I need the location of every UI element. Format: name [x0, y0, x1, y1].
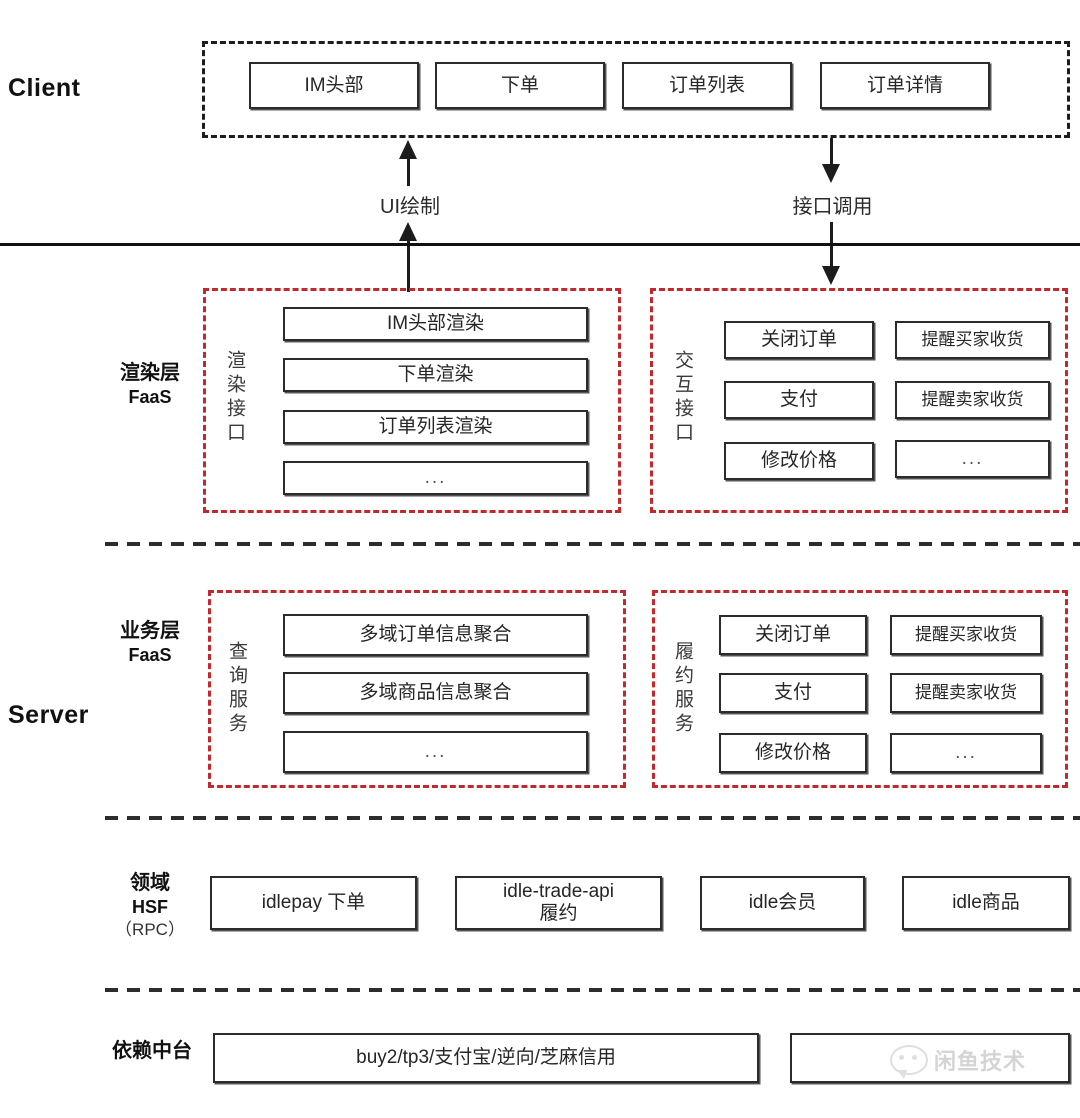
row-label-hsf-paren: （RPC）	[115, 920, 185, 940]
platform-box-dependencies[interactable]: buy2/tp3/支付宝/逆向/芝麻信用	[213, 1033, 759, 1083]
ui-render-arrow-lower-head	[399, 222, 417, 241]
row-label-hsf-sub: HSF	[132, 897, 168, 917]
group-render-interface	[203, 288, 621, 513]
api-call-arrow-lower-shaft	[830, 222, 833, 270]
group-caption-fulfillment-service: 履约服务	[672, 641, 693, 737]
client-box-im-header[interactable]: IM头部	[249, 62, 419, 109]
layer-separator-render-business	[105, 542, 1080, 546]
interaction-box-remind-buyer[interactable]: 提醒买家收货	[895, 321, 1050, 359]
zone-label-server: Server	[8, 701, 89, 729]
render-box-place-order-render[interactable]: 下单渲染	[283, 358, 588, 392]
row-label-render-main: 渲染层	[120, 362, 180, 384]
client-box-order-detail[interactable]: 订单详情	[820, 62, 990, 109]
layer-separator-hsf-platform	[105, 988, 1080, 992]
group-fulfillment-service	[652, 590, 1068, 788]
business-box-multi-domain-item[interactable]: 多域商品信息聚合	[283, 672, 588, 714]
interaction-box-more[interactable]: ...	[895, 440, 1050, 478]
fulfillment-box-close-order[interactable]: 关闭订单	[719, 615, 867, 655]
row-label-platform-layer: 依赖中台	[112, 1040, 192, 1062]
flow-label-api-call: 接口调用	[792, 196, 873, 218]
group-caption-interaction-interface: 交互接口	[672, 350, 693, 446]
ui-render-arrow-lower-shaft	[407, 240, 410, 292]
hsf-box-idlepay[interactable]: idlepay 下单	[210, 876, 417, 930]
group-caption-query-service: 查询服务	[226, 641, 247, 737]
api-call-arrow-lower-head	[822, 266, 840, 285]
group-query-service	[208, 590, 626, 788]
row-label-business-sub: FaaS	[128, 645, 172, 665]
row-label-hsf-main: 领域	[130, 872, 170, 894]
hsf-box-idle-item[interactable]: idle商品	[902, 876, 1070, 930]
render-box-order-list-render[interactable]: 订单列表渲染	[283, 410, 588, 444]
fulfillment-box-remind-seller[interactable]: 提醒卖家收货	[890, 673, 1042, 713]
flow-label-ui-render: UI绘制	[380, 196, 440, 218]
fulfillment-box-pay[interactable]: 支付	[719, 673, 867, 713]
row-label-render-layer: 渲染层 FaaS	[95, 360, 205, 409]
client-group	[202, 41, 1070, 138]
interaction-box-modify-price[interactable]: 修改价格	[724, 442, 874, 480]
fulfillment-box-modify-price[interactable]: 修改价格	[719, 733, 867, 773]
interaction-box-pay[interactable]: 支付	[724, 381, 874, 419]
fulfillment-box-remind-buyer[interactable]: 提醒买家收货	[890, 615, 1042, 655]
render-box-more[interactable]: ...	[283, 461, 588, 495]
render-box-im-header-render[interactable]: IM头部渲染	[283, 307, 588, 341]
row-label-hsf-layer: 领域 HSF （RPC）	[95, 870, 205, 941]
client-server-separator	[0, 243, 1080, 246]
ui-render-arrow-upper-head	[399, 140, 417, 159]
fulfillment-box-more[interactable]: ...	[890, 733, 1042, 773]
client-box-place-order[interactable]: 下单	[435, 62, 605, 109]
zone-label-client: Client	[8, 74, 81, 102]
business-box-more[interactable]: ...	[283, 731, 588, 773]
interaction-box-remind-seller[interactable]: 提醒卖家收货	[895, 381, 1050, 419]
hsf-box-idle-trade-api[interactable]: idle-trade-api 履约	[455, 876, 662, 930]
hsf-box-idle-member[interactable]: idle会员	[700, 876, 865, 930]
client-box-order-list[interactable]: 订单列表	[622, 62, 792, 109]
api-call-arrow-upper-head	[822, 164, 840, 183]
row-label-business-layer: 业务层 FaaS	[95, 618, 205, 667]
group-caption-render-interface: 渲染接口	[224, 350, 245, 446]
layer-separator-business-hsf	[105, 816, 1080, 820]
business-box-multi-domain-order[interactable]: 多域订单信息聚合	[283, 614, 588, 656]
platform-box-empty[interactable]	[790, 1033, 1070, 1083]
ui-render-arrow-upper-shaft	[407, 158, 410, 186]
api-call-arrow-upper-shaft	[830, 138, 833, 166]
interaction-box-close-order[interactable]: 关闭订单	[724, 321, 874, 359]
row-label-business-main: 业务层	[120, 620, 180, 642]
row-label-render-sub: FaaS	[128, 387, 172, 407]
group-interaction-interface	[650, 288, 1068, 513]
